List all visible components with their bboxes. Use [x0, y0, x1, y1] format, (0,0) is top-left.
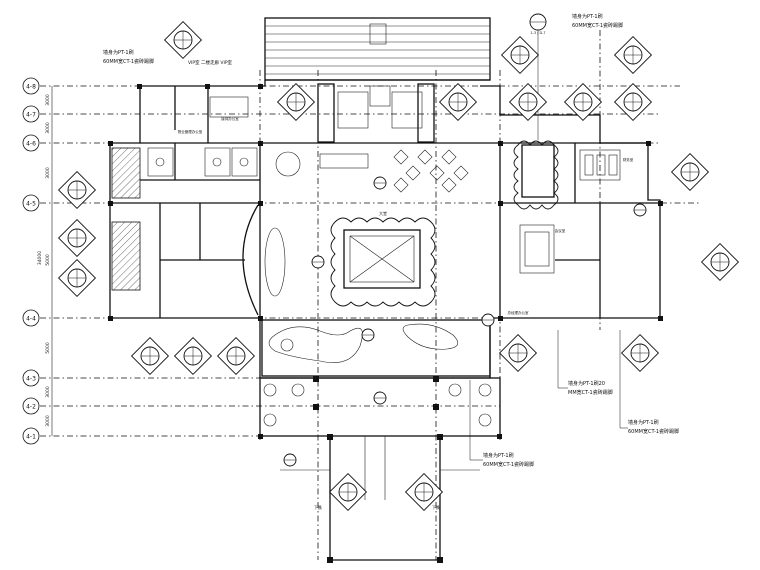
room-label-office-left: 物业管理办公室 [178, 129, 203, 134]
hatch-planter-upper [111, 147, 141, 199]
note-right-mid-1: 墙身为PT-1刷20 [568, 380, 605, 387]
note-right-low-2: 60MM宽CT-1瓷砖踢脚 [628, 428, 679, 435]
axis-label-4-4: 4-4 [26, 316, 36, 323]
columns [108, 84, 663, 563]
interior-axes [259, 30, 601, 560]
axis-bubble-4-6: 4-6 [22, 134, 40, 152]
axis-bubble-4-8: 4-8 [22, 77, 40, 95]
section-tag-top: 1-3 / D-7 [529, 13, 547, 140]
room-labels: VIP室 二楼走廊 VIP室 物业管理办公室 接待办公室 大堂 会议室 总经理办… [178, 59, 634, 510]
elev-marker [328, 472, 368, 512]
note-top-left-1: 墙身为PT-1刷 [103, 49, 134, 56]
room-label-meeting: 会议室 [555, 228, 566, 233]
elev-marker [130, 336, 170, 376]
elev-marker [216, 336, 256, 376]
dim-3: 3000 [45, 167, 51, 179]
elev-marker [163, 20, 203, 60]
room-label-manager: 总经理办公室 [508, 310, 529, 315]
elevation-markers [57, 20, 740, 512]
axis-bubble-4-2: 4-2 [22, 397, 40, 415]
room-label-lobby: 大堂 [379, 210, 387, 216]
dim-1: 3000 [45, 94, 51, 106]
axis-label-4-6: 4-6 [26, 141, 36, 148]
vip-rooms [147, 96, 258, 177]
elev-marker [498, 333, 538, 373]
elev-marker [613, 35, 653, 75]
note-bottom-mid-2: 60MM宽CT-1瓷砖踢脚 [483, 461, 534, 468]
axis-label-4-8: 4-8 [26, 84, 36, 91]
water-lounge [261, 319, 491, 377]
note-bottom-mid-1: 墙身为PT-1刷 [483, 452, 514, 459]
axis-label-4-5: 4-5 [26, 201, 36, 208]
front-deck [259, 377, 501, 561]
note-top-right-1: 墙身为PT-1刷 [572, 13, 603, 20]
room-label-vip: VIP室 二楼走廊 VIP室 [188, 59, 233, 66]
elev-marker [508, 82, 548, 122]
axis-label-4-3: 4-3 [26, 376, 36, 383]
note-right-low-1: 墙身为PT-1刷 [628, 419, 659, 426]
elev-marker [57, 170, 97, 210]
elev-marker [173, 336, 213, 376]
axis-label-4-2: 4-2 [26, 404, 36, 411]
axis-bubble-4-5: 4-5 [22, 194, 40, 212]
circle-callouts [283, 176, 647, 467]
top-deck [264, 17, 491, 81]
room-label-finance: 财务室 [623, 157, 634, 162]
planters [263, 383, 492, 427]
elev-marker [670, 152, 710, 192]
elev-marker [620, 333, 660, 373]
note-top-left-2: 60MM宽CT-1瓷砖踢脚 [103, 58, 154, 65]
hatch-planter-lower [111, 221, 141, 291]
axis-bubbles: 4-8 4-7 4-6 4-5 4-4 4-3 4-2 4-1 [22, 77, 40, 445]
atrium [330, 217, 436, 307]
dim-6: 3000 [45, 386, 51, 398]
dining-tables [393, 149, 469, 193]
stair-label-left: 下跌 [314, 504, 322, 510]
axis-bubble-4-4: 4-4 [22, 309, 40, 327]
axis-label-4-1: 4-1 [26, 434, 36, 441]
note-right-mid-2: MM宽CT-1瓷砖踢脚 [568, 389, 613, 396]
meeting-room [513, 140, 621, 274]
elev-marker [438, 82, 478, 122]
curved-wall [242, 204, 259, 316]
elev-marker [276, 82, 316, 122]
axis-bubble-4-7: 4-7 [22, 105, 40, 123]
dimension-texts: 3000 3000 3000 5000 5000 3000 3000 34000 [37, 94, 51, 427]
lounge-oval [264, 227, 286, 297]
elev-marker [57, 218, 97, 258]
axis-label-4-7: 4-7 [26, 112, 36, 119]
elev-marker [613, 82, 653, 122]
axis-bubble-4-3: 4-3 [22, 369, 40, 387]
dim-7: 3000 [45, 415, 51, 427]
elev-marker [563, 82, 603, 122]
notes: 墙身为PT-1刷 60MM宽CT-1瓷砖踢脚 墙身为PT-1刷 60MM宽CT-… [103, 13, 679, 468]
room-label-reception: 接待办公室 [221, 116, 239, 121]
stair-label-right: 下跌 [432, 504, 440, 510]
elev-marker [700, 242, 740, 282]
dim-4: 5000 [45, 254, 51, 266]
building-shell [109, 79, 661, 379]
elev-marker [57, 258, 97, 298]
dim-5: 5000 [45, 342, 51, 354]
dim-total: 34000 [37, 251, 43, 265]
axis-bubble-4-1: 4-1 [22, 427, 40, 445]
dim-2: 3000 [45, 122, 51, 134]
elev-marker [404, 472, 444, 512]
note-top-right-2: 60MM宽CT-1瓷砖踢脚 [572, 22, 623, 29]
elev-marker [500, 35, 540, 75]
